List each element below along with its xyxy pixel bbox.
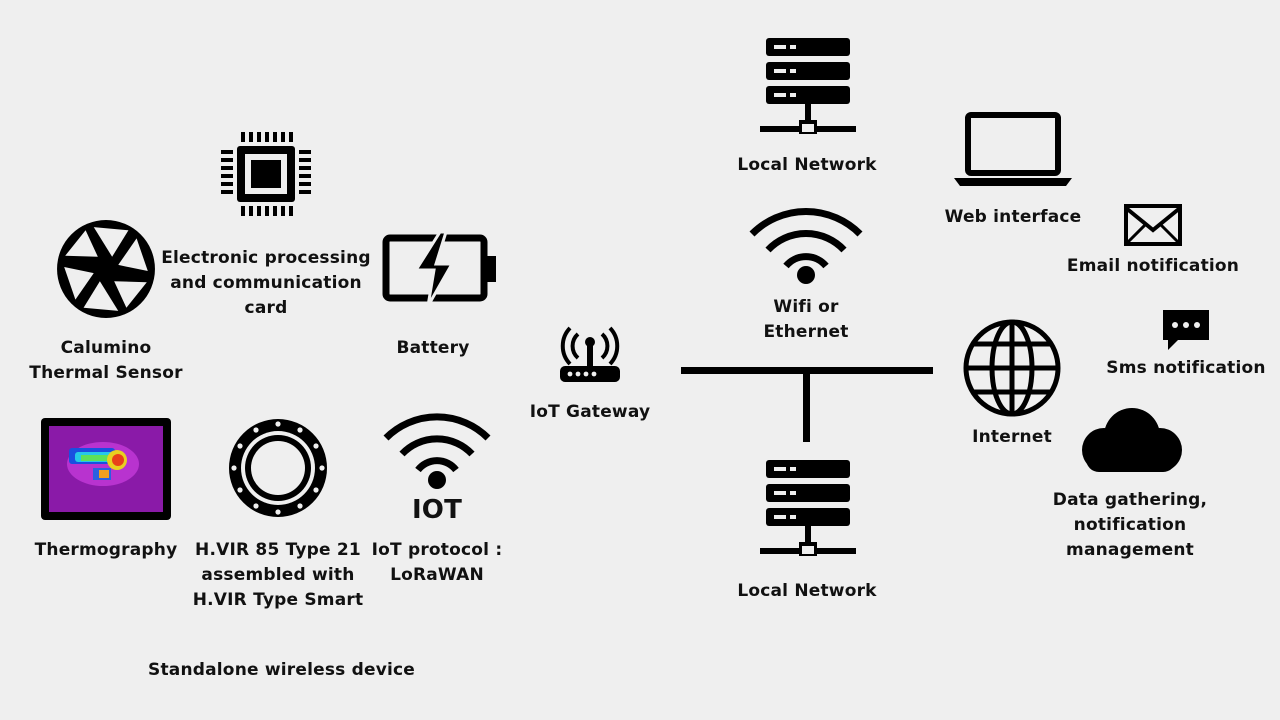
lens-ring-icon [228, 418, 328, 518]
router-icon [556, 322, 624, 386]
laptop-icon [952, 112, 1074, 188]
web-interface-label: Web interface [944, 207, 1082, 227]
thermography-label: Thermography [34, 540, 178, 560]
server-rack-icon [760, 460, 856, 558]
cloud-icon [1074, 406, 1186, 474]
server-rack-icon [760, 38, 856, 136]
data-gathering-label: Data gathering, notification management [1052, 490, 1208, 560]
standalone-device-label: Standalone wireless device [148, 660, 416, 680]
iot-protocol-label: IoT protocol : LoRaWAN [371, 540, 503, 585]
cpu-chip-icon [215, 130, 317, 218]
wifi-icon [748, 206, 864, 286]
globe-icon [962, 318, 1062, 418]
battery-label: Battery [396, 338, 470, 358]
envelope-icon [1124, 204, 1182, 246]
camera-aperture-icon [55, 218, 157, 320]
thermal-sensor-label: Calumino Thermal Sensor [29, 338, 183, 383]
iot-gateway-label: IoT Gateway [529, 402, 651, 422]
processing-card-label: Electronic processing and communication … [161, 248, 371, 318]
email-notification-label: Email notification [1066, 256, 1240, 276]
hvir-label: H.VIR 85 Type 21 assembled with H.VIR Ty… [192, 540, 364, 610]
iot-icon-text: IOT [411, 495, 463, 525]
wifi-ethernet-label: Wifi or Ethernet [763, 297, 849, 342]
network-drop-line [803, 370, 810, 442]
thermal-image-icon [41, 418, 171, 520]
internet-label: Internet [972, 427, 1052, 447]
chat-bubble-icon [1160, 308, 1212, 354]
local-network-top-label: Local Network [737, 155, 877, 175]
iot-wifi-icon [380, 412, 494, 490]
sms-notification-label: Sms notification [1106, 358, 1266, 378]
battery-charging-icon [382, 230, 498, 308]
local-network-bottom-label: Local Network [737, 581, 877, 601]
